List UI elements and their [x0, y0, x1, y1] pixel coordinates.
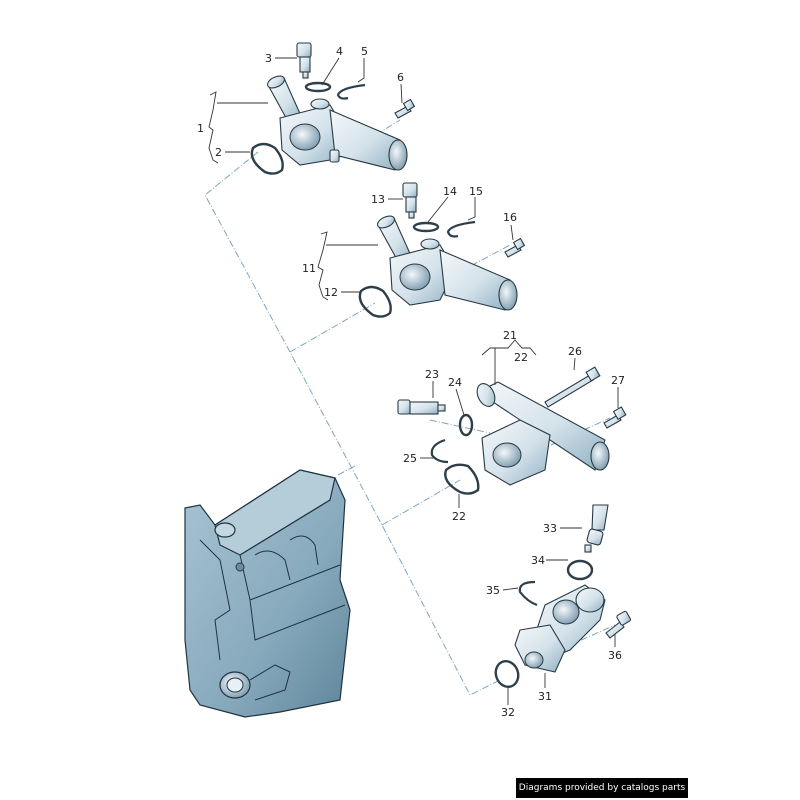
label-34: 34	[531, 554, 545, 567]
retaining-clip-35	[518, 580, 538, 607]
label-21: 21	[503, 329, 517, 342]
o-ring-4	[304, 81, 332, 93]
label-22-bracket: 22	[514, 351, 528, 364]
label-13: 13	[371, 193, 385, 206]
callout-labels: 3 4 5 6 1 2 13 14 15 16 11 12 21 22 26 2…	[197, 45, 625, 719]
retaining-clip-25	[430, 438, 449, 464]
coolant-flange-31	[514, 584, 606, 673]
label-15: 15	[469, 185, 483, 198]
credit-banner: Diagrams provided by catalogs parts	[516, 778, 688, 798]
flange-group-2	[358, 182, 526, 318]
label-32: 32	[501, 706, 515, 719]
bolt-27	[603, 406, 627, 429]
o-ring-32	[494, 660, 520, 688]
temperature-sender-23	[397, 399, 446, 415]
gasket-22	[444, 463, 480, 495]
coolant-flange-21	[476, 381, 610, 486]
temperature-sender-33	[584, 504, 609, 553]
flange-group-3	[397, 366, 627, 495]
o-ring-14	[412, 221, 440, 233]
label-24: 24	[448, 376, 462, 389]
label-14: 14	[443, 185, 457, 198]
label-1: 1	[197, 122, 204, 135]
label-35: 35	[486, 584, 500, 597]
bolt-36	[605, 610, 632, 639]
label-3: 3	[265, 52, 272, 65]
retaining-clip-5	[336, 83, 366, 100]
bolt-16	[504, 237, 526, 258]
label-36: 36	[608, 649, 622, 662]
leader-lines	[208, 57, 619, 705]
o-ring-34	[566, 559, 594, 581]
label-25: 25	[403, 452, 417, 465]
o-ring-24	[458, 413, 474, 437]
flange-group-1	[250, 42, 416, 175]
engine-block	[184, 469, 351, 718]
label-12: 12	[324, 286, 338, 299]
label-27: 27	[611, 374, 625, 387]
coolant-flange-11	[377, 215, 518, 311]
coolant-flange-1	[267, 75, 408, 171]
label-31: 31	[538, 690, 552, 703]
label-16: 16	[503, 211, 517, 224]
temperature-sender-13	[402, 182, 418, 219]
flange-group-4	[494, 504, 632, 688]
label-23: 23	[425, 368, 439, 381]
gasket-12	[358, 285, 392, 318]
label-6: 6	[397, 71, 404, 84]
label-26: 26	[568, 345, 582, 358]
label-11: 11	[302, 262, 316, 275]
label-33: 33	[543, 522, 557, 535]
bolt-6	[394, 98, 416, 119]
retaining-clip-15	[446, 220, 476, 238]
label-5: 5	[361, 45, 368, 58]
label-4: 4	[336, 45, 343, 58]
temperature-sender-3	[296, 42, 312, 79]
long-bolt-26	[544, 366, 601, 408]
gasket-2	[250, 142, 284, 175]
label-2: 2	[215, 146, 222, 159]
label-22: 22	[452, 510, 466, 523]
